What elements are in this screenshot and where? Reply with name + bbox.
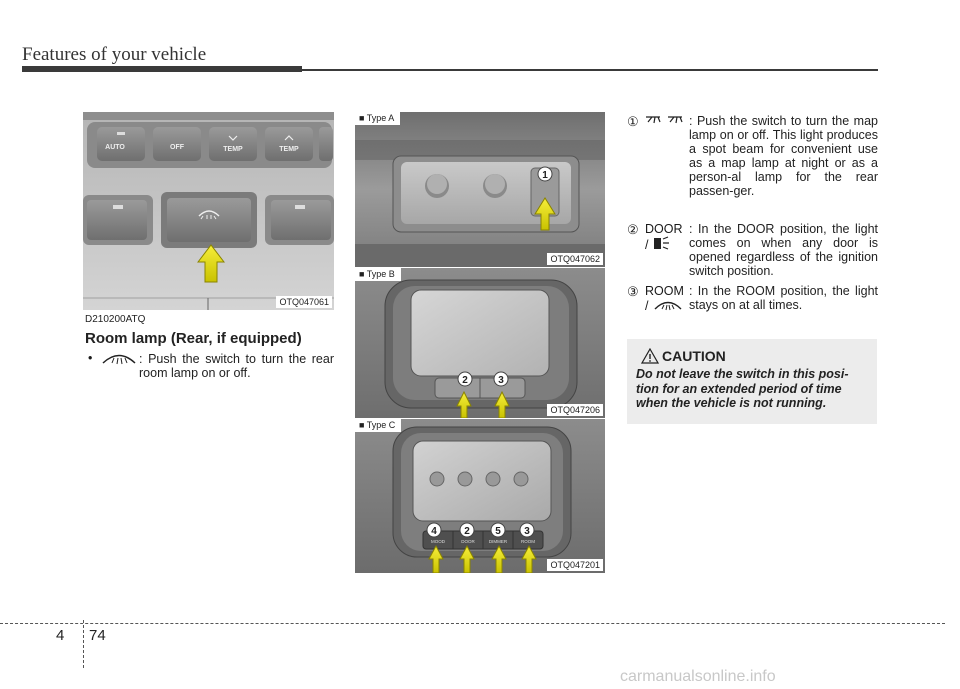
- map-lamp-icon: [646, 116, 683, 124]
- item-1-number: ①: [627, 114, 639, 129]
- footer-rule: [0, 623, 945, 624]
- figure-code-type-b: OTQ047206: [547, 404, 603, 416]
- item-1-text: : Push the switch to turn the map lamp o…: [689, 114, 878, 198]
- item-2-number: ②: [627, 222, 639, 237]
- item-2-slash: /: [645, 238, 649, 252]
- callout-5: 5: [495, 526, 501, 537]
- type-b-label: ■ Type B: [355, 268, 401, 281]
- item-3-slash: /: [645, 299, 649, 313]
- temp-up-button-label: TEMP: [279, 146, 299, 153]
- room-lamp-icon: [102, 354, 136, 365]
- item-3-text: : In the ROOM position, the light stays …: [689, 284, 878, 312]
- auto-button-label: AUTO: [105, 144, 125, 151]
- item-2-label: DOOR: [645, 222, 683, 236]
- type-a-illustration: 1: [355, 112, 605, 267]
- figure-code-type-a: OTQ047062: [547, 253, 603, 265]
- rear-room-lamp-photo: AUTO OFF TEMP TEMP OTQ047061: [83, 112, 334, 310]
- room-button-label: ROOM: [521, 539, 535, 544]
- header-rule: [302, 69, 878, 71]
- callout-2c: 2: [464, 526, 470, 537]
- callout-2: 2: [462, 375, 468, 386]
- caution-text: Do not leave the switch in this posi-tio…: [636, 367, 849, 410]
- bullet-text: : Push the switch to turn the rear room …: [139, 352, 334, 380]
- callout-1: 1: [542, 170, 548, 181]
- caution-box: CAUTION Do not leave the switch in this …: [627, 339, 877, 424]
- type-c-label: ■ Type C: [355, 419, 402, 432]
- door-lamp-icon: [654, 236, 669, 250]
- type-c-photo: MOOD DOOR DIMMER ROOM 4 2 5 3 ■ Type C O…: [355, 419, 605, 573]
- type-a-label: ■ Type A: [355, 112, 401, 125]
- mood-button-label: MOOD: [431, 539, 446, 544]
- temp-down-button-label: TEMP: [223, 146, 243, 153]
- rear-room-lamp-illustration: AUTO OFF TEMP TEMP: [83, 112, 334, 310]
- callout-4: 4: [431, 526, 437, 537]
- figure-code-rear: OTQ047061: [276, 296, 332, 308]
- bullet-dot: •: [88, 351, 93, 365]
- page-number: 74: [89, 627, 106, 644]
- type-c-illustration: MOOD DOOR DIMMER ROOM 4 2 5 3: [355, 419, 605, 573]
- room-lamp-icon-2: [654, 301, 682, 311]
- chapter-number: 4: [56, 627, 65, 644]
- warning-icon: [641, 348, 659, 364]
- type-a-photo: 1 ■ Type A OTQ047062: [355, 112, 605, 267]
- type-b-illustration: 2 3: [355, 268, 605, 418]
- section-title: Room lamp (Rear, if equipped): [85, 330, 302, 347]
- caution-title: CAUTION: [662, 348, 726, 364]
- watermark: carmanualsonline.info: [620, 668, 776, 685]
- header-bar: [22, 66, 302, 72]
- footer-divider: [83, 620, 84, 668]
- dimmer-button-label: DIMMER: [489, 539, 508, 544]
- item-3-number: ③: [627, 284, 639, 299]
- item-3-label: ROOM: [645, 284, 684, 298]
- callout-3: 3: [498, 375, 504, 386]
- type-b-photo: 2 3 ■ Type B OTQ047206: [355, 268, 605, 418]
- item-2-text: : In the DOOR position, the light comes …: [689, 222, 878, 278]
- section-code: D210200ATQ: [85, 314, 146, 325]
- off-button-label: OFF: [170, 144, 185, 151]
- figure-code-type-c: OTQ047201: [547, 559, 603, 571]
- door-button-label: DOOR: [461, 539, 475, 544]
- callout-3c: 3: [524, 526, 530, 537]
- page-header-title: Features of your vehicle: [22, 44, 207, 65]
